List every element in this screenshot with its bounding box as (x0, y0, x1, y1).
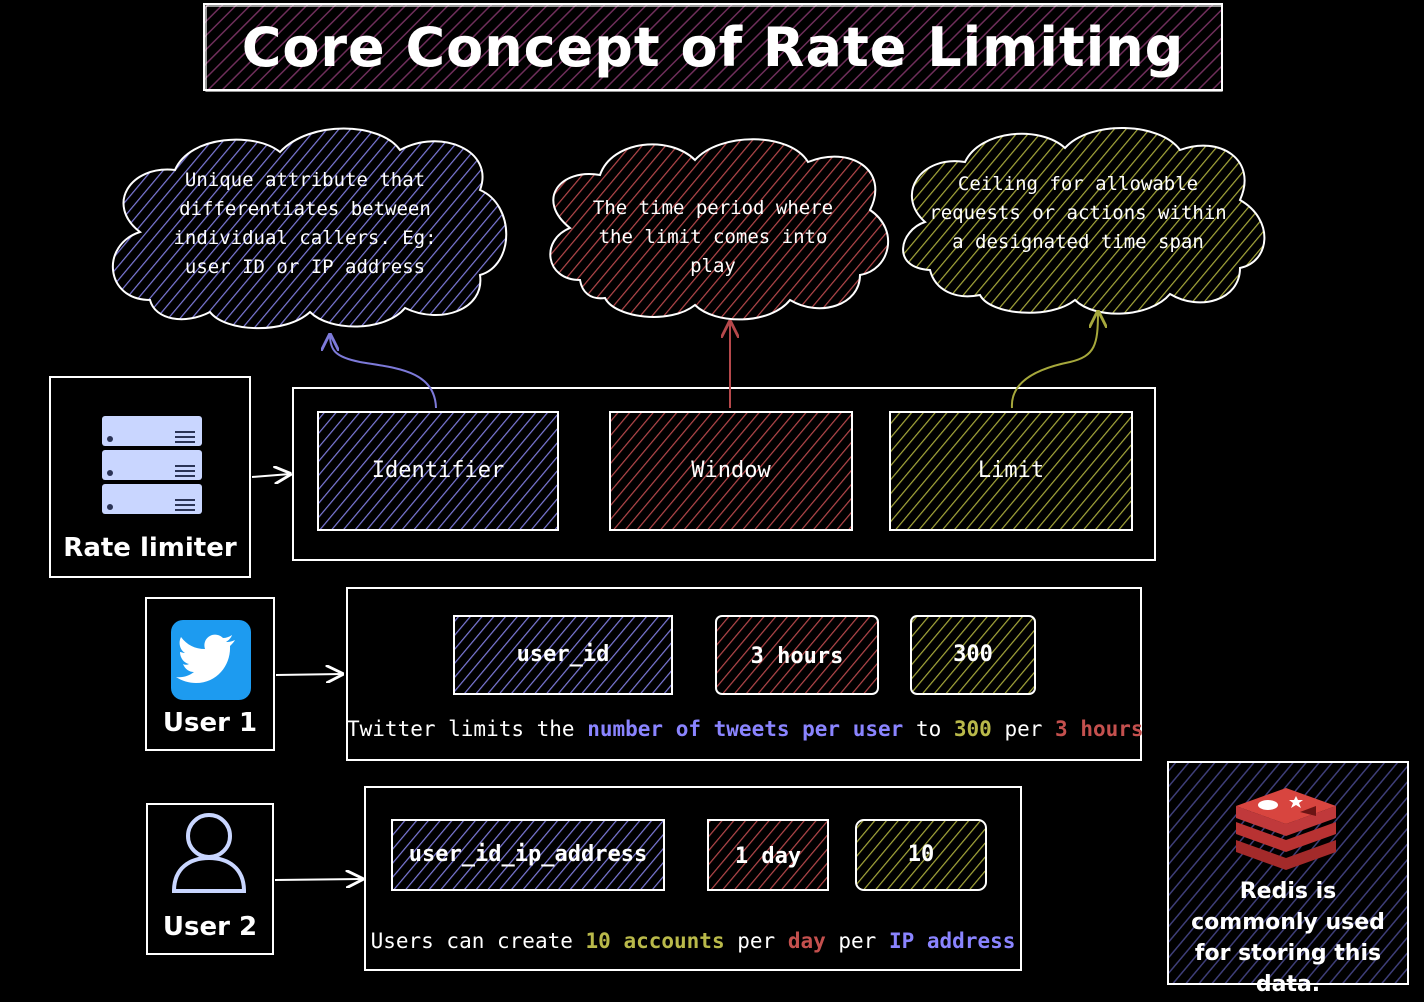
user2-node (146, 803, 274, 955)
limit-to-cloud-arrow (1010, 312, 1098, 409)
redis-text: Redis is commonly used for storing this … (1191, 879, 1385, 997)
limit-box (889, 411, 1133, 531)
user1-window-box (715, 615, 879, 695)
limit-label: Limit (977, 458, 1045, 483)
user2-container (364, 786, 1022, 971)
rate-limiter-node (49, 376, 251, 578)
limit-cloud-text: Ceiling for allowable requests or action… (929, 173, 1227, 253)
user1-limit-box (910, 615, 1036, 695)
concepts-container (292, 387, 1156, 561)
user1-container (346, 587, 1142, 761)
user2-identifier-box (391, 819, 665, 891)
rate-limiter-label: Rate limiter (63, 533, 237, 563)
user2-label: User 2 (162, 912, 258, 942)
user1-caption-identifier: number of tweets per user (587, 717, 904, 741)
limit-cloud (902, 127, 1266, 315)
identifier-box (317, 411, 559, 531)
user1-caption-limit: 300 (953, 717, 992, 741)
user1-arrow (275, 674, 342, 675)
rate-limiter-arrow (251, 474, 290, 477)
user1-window-label: 3 hours (750, 644, 844, 669)
user2-arrow (274, 879, 362, 880)
user1-label: User 1 (162, 708, 258, 738)
user2-caption-window: day (787, 929, 826, 953)
user2-limit-box (855, 819, 987, 891)
twitter-bird-icon (171, 620, 251, 700)
user2-window-label: 1 day (734, 844, 802, 869)
identifier-cloud (112, 127, 508, 330)
person-outline-icon (171, 813, 247, 893)
user1-identifier-box (453, 615, 673, 695)
page-title: Core Concept of Rate Limiting (241, 16, 1185, 79)
server-stack-icon (102, 416, 202, 514)
user1-node (145, 597, 275, 751)
redis-logo-icon (1236, 788, 1336, 870)
identifier-label: Identifier (371, 458, 505, 483)
user2-window-box (707, 819, 829, 891)
window-label: Window (691, 458, 771, 483)
user2-caption-limit: 10 accounts (585, 929, 725, 953)
user2-caption: Users can create 10 accounts per day per… (370, 929, 1016, 953)
user1-limit-label: 300 (953, 642, 993, 667)
user1-caption-window: 3 hours (1055, 717, 1144, 741)
identifier-to-cloud-arrow (330, 335, 437, 409)
user2-caption-identifier: IP address (888, 929, 1016, 953)
window-cloud (549, 138, 889, 321)
window-box (609, 411, 853, 531)
user1-caption: Twitter limits the number of tweets per … (347, 717, 1144, 741)
title-box (203, 3, 1223, 92)
user2-identifier-label: user_id_ip_address (408, 842, 648, 867)
user1-identifier-label: user_id (516, 642, 610, 667)
user2-limit-label: 10 (907, 842, 935, 867)
identifier-cloud-text: Unique attribute that differentiates bet… (173, 169, 437, 278)
window-cloud-text: The time period where the limit comes in… (592, 197, 834, 277)
